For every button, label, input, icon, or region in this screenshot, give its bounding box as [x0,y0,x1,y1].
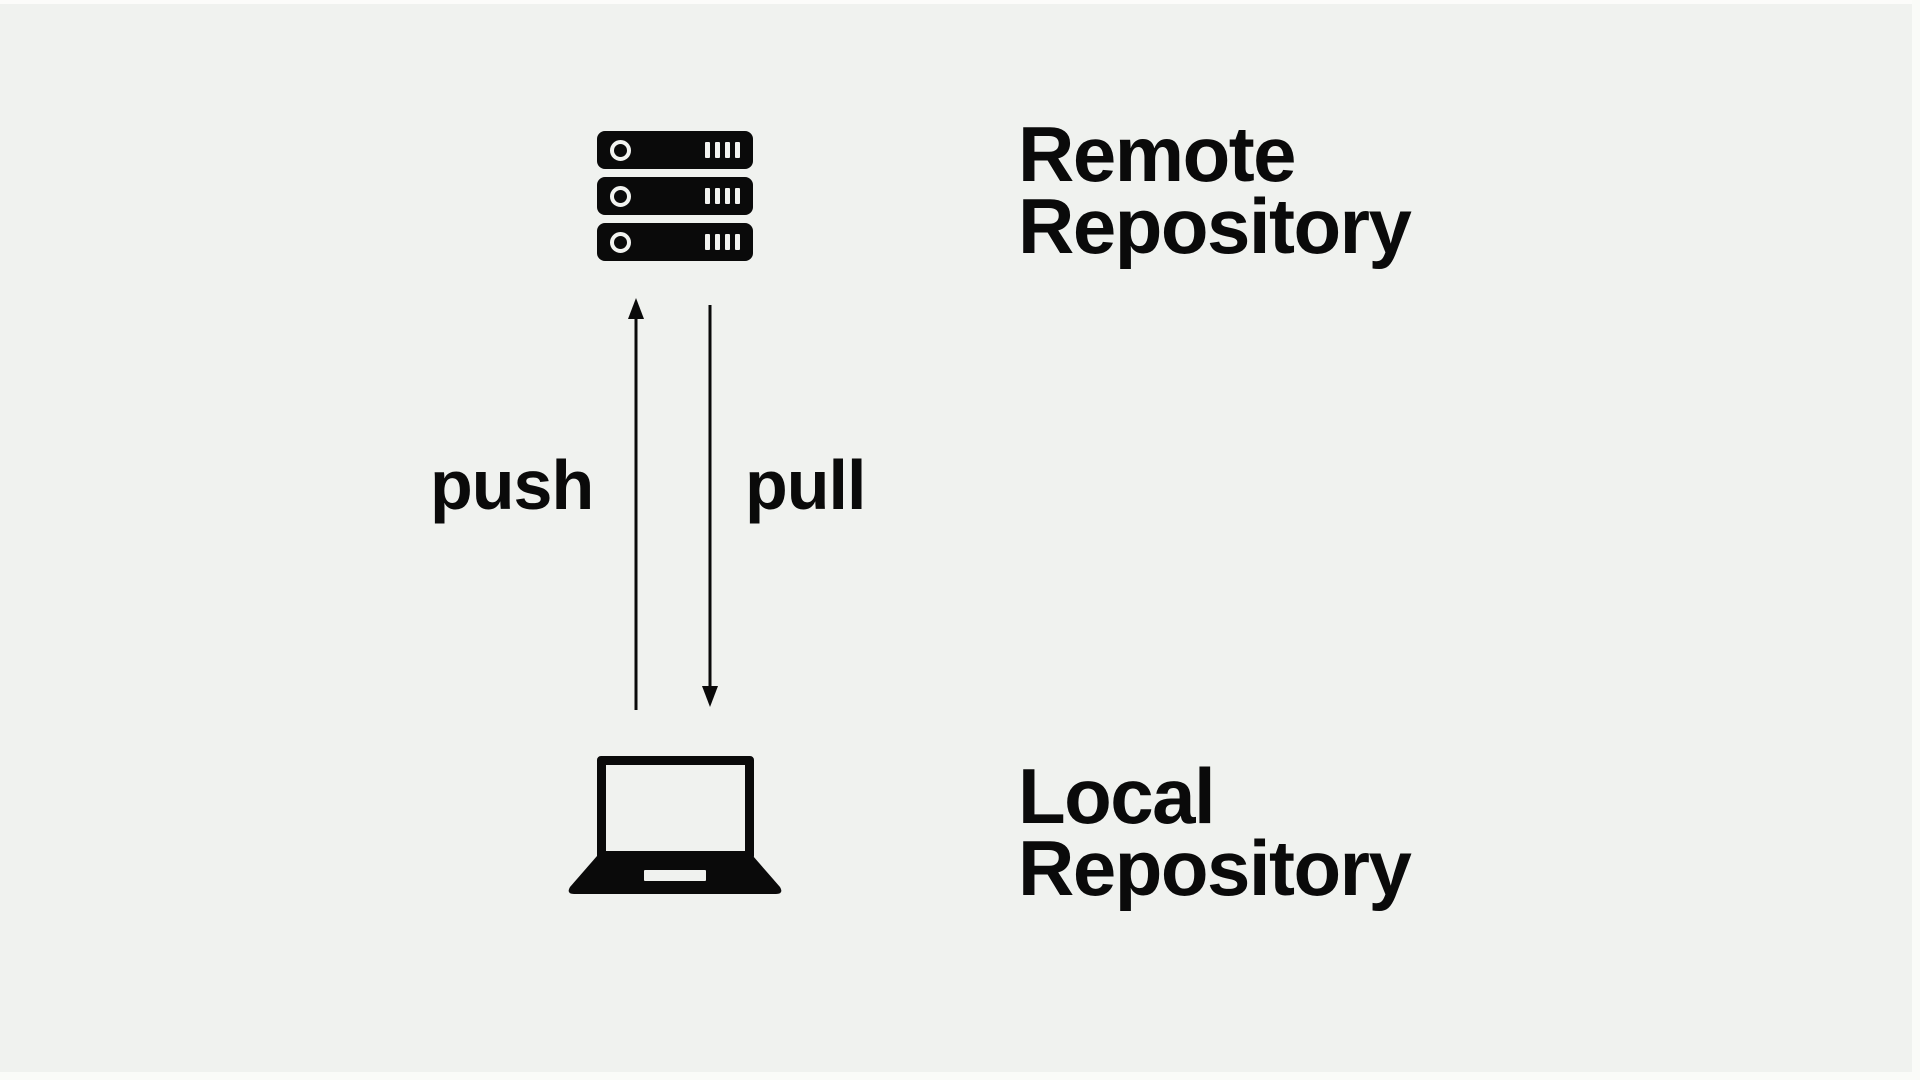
laptop-touchpad-icon [644,870,706,881]
node-label-remote: Remote Repository [1018,110,1412,270]
server-led-icon [610,186,631,207]
server-vent-bars-icon [705,234,740,250]
server-rack-unit [597,131,753,169]
push-arrow-icon [628,298,644,710]
server-led-icon [610,232,631,253]
edge-arrows-group [600,295,760,710]
canvas-top-edge [0,0,1920,4]
server-rack-unit [597,177,753,215]
node-label-local: Local Repository [1018,752,1412,912]
edge-label-push: push [430,446,594,524]
laptop-base [566,856,784,894]
pull-arrow-icon [702,305,718,707]
server-led-icon [610,140,631,161]
server-rack-unit [597,223,753,261]
server-vent-bars-icon [705,188,740,204]
edge-label-pull: pull [745,446,866,524]
arrows-svg [628,298,718,710]
canvas-bottom-edge [0,1072,1920,1080]
laptop-icon [566,756,784,894]
canvas-right-edge [1912,0,1920,1080]
server-rack-icon [597,131,753,262]
laptop-screen [597,756,754,860]
server-vent-bars-icon [705,142,740,158]
